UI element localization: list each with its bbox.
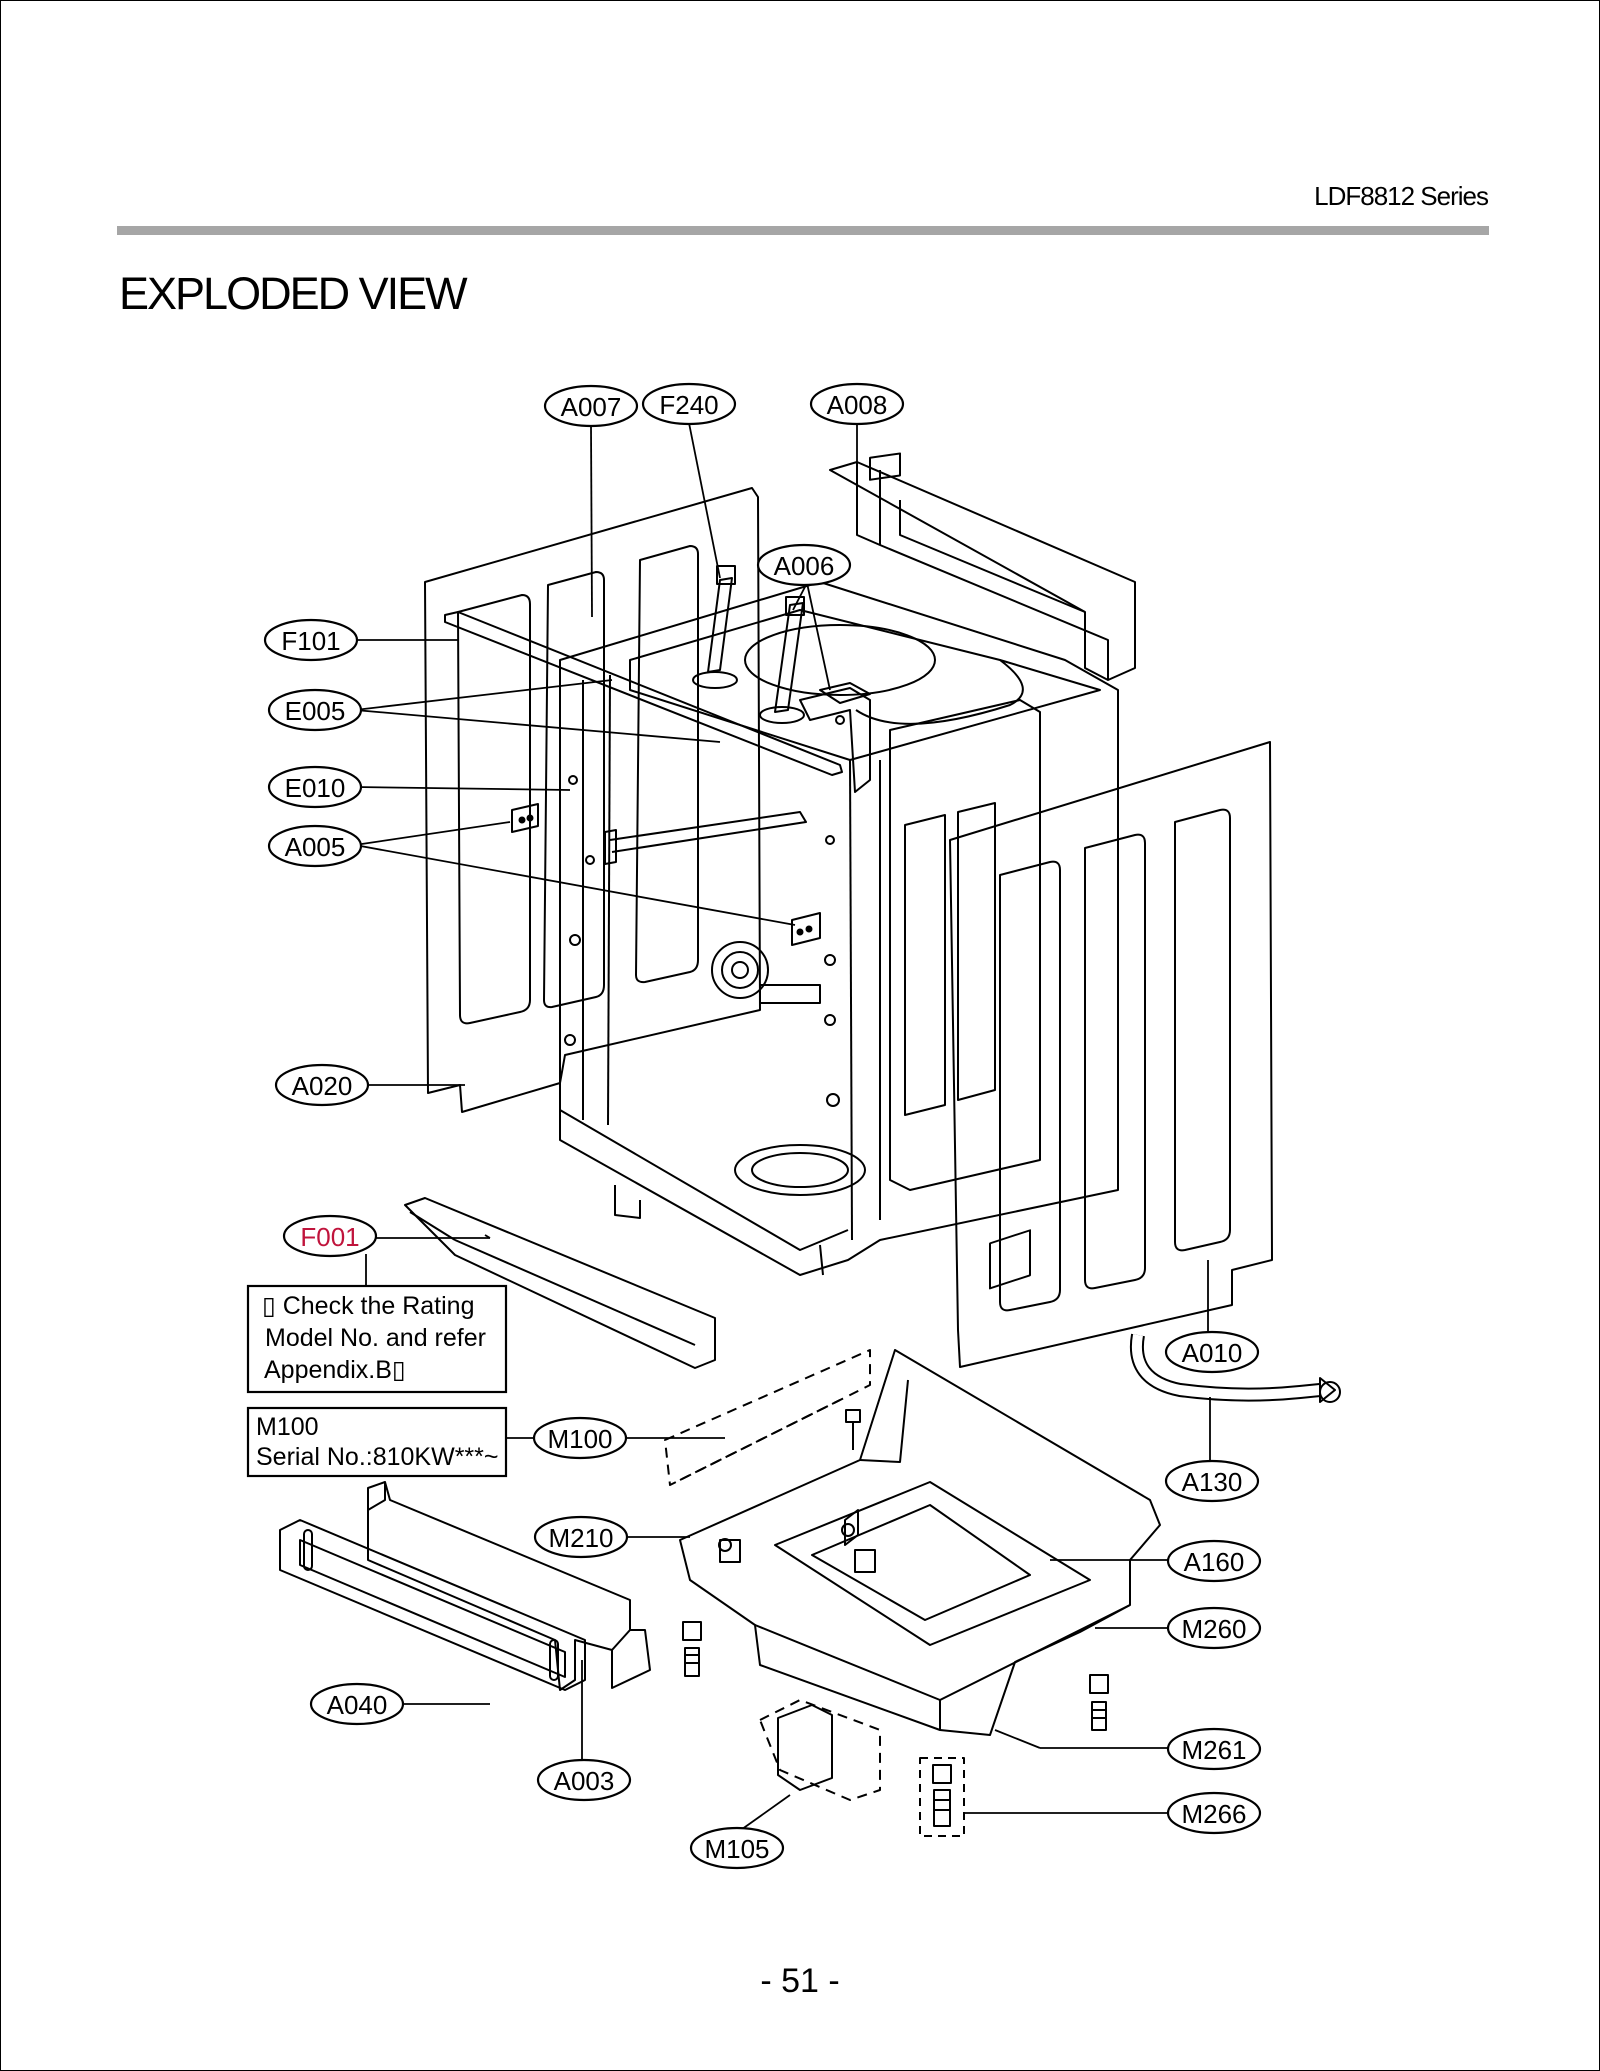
drain-hose-a130 <box>1129 1333 1341 1403</box>
svg-text:A040: A040 <box>327 1690 388 1720</box>
svg-text:A160: A160 <box>1184 1547 1245 1577</box>
svg-text:M261: M261 <box>1181 1735 1246 1765</box>
rating-note-line2: Model No. and refer <box>265 1324 486 1352</box>
callout-f001: F001 <box>282 1214 378 1258</box>
callout-a006: A006 <box>756 543 852 587</box>
base-m260 <box>679 1229 1161 1736</box>
leader-lines <box>354 422 1211 1833</box>
callout-a130: A130 <box>1164 1459 1260 1503</box>
bracket-a003 <box>367 1481 651 1691</box>
page-number: - 51 - <box>760 1962 840 2000</box>
callout-m100: M100 <box>532 1416 628 1460</box>
rating-note-line3: Appendix.B▯ <box>264 1356 406 1384</box>
callout-m260: M260 <box>1166 1606 1262 1650</box>
svg-text:A020: A020 <box>292 1071 353 1101</box>
callout-e005: E005 <box>267 688 363 732</box>
svg-text:M210: M210 <box>548 1523 613 1553</box>
callout-f101: F101 <box>263 618 359 662</box>
svg-text:A005: A005 <box>285 832 346 862</box>
callout-a010: A010 <box>1164 1330 1260 1374</box>
cord-m100-dashed <box>664 1349 871 1486</box>
callout-a003: A003 <box>536 1758 632 1802</box>
top-bracket-a006 <box>799 682 871 793</box>
rating-note-box: ▯ Check the Rating Model No. and refer A… <box>246 1284 508 1394</box>
callout-a005: A005 <box>267 824 363 868</box>
top-rail-f101 <box>444 611 843 865</box>
leveling-foot-left <box>682 1621 702 1677</box>
svg-text:A008: A008 <box>827 390 888 420</box>
series-label: LDF8812 Series <box>1314 181 1489 211</box>
callout-a020: A020 <box>274 1063 370 1107</box>
callout-e010: E010 <box>267 765 363 809</box>
callout-m210: M210 <box>533 1515 629 1559</box>
svg-text:M100: M100 <box>547 1424 612 1454</box>
svg-text:M105: M105 <box>704 1834 769 1864</box>
svg-text:F001: F001 <box>300 1222 359 1252</box>
serial-note-box: M100 Serial No.:810KW***~ <box>246 1406 508 1478</box>
front-panel-a040 <box>279 1519 586 1691</box>
svg-text:M260: M260 <box>1181 1614 1246 1644</box>
screw-m210 <box>845 1409 861 1450</box>
header-rule <box>117 226 1489 235</box>
hose-f240 <box>692 565 805 724</box>
svg-text:E005: E005 <box>285 696 346 726</box>
svg-text:F101: F101 <box>281 626 340 656</box>
callout-m261: M261 <box>1166 1727 1262 1771</box>
svg-text:A003: A003 <box>554 1766 615 1796</box>
right-side-panel-a010 <box>949 741 1273 1368</box>
page-title: EXPLODED VIEW <box>119 268 468 319</box>
svg-text:E010: E010 <box>285 773 346 803</box>
front-strip-f001 <box>404 1197 716 1369</box>
callout-a008: A008 <box>809 382 905 426</box>
brackets-a005 <box>511 803 821 946</box>
callout-a007: A007 <box>543 384 639 428</box>
serial-note-line1: M100 <box>256 1413 319 1441</box>
svg-text:A130: A130 <box>1182 1467 1243 1497</box>
foot-m266 <box>919 1757 965 1837</box>
callout-m266: M266 <box>1166 1791 1262 1835</box>
top-frame-a008 <box>829 461 1136 681</box>
callout-m105: M105 <box>689 1826 785 1870</box>
callout-a160: A160 <box>1166 1539 1262 1583</box>
cover-m105 <box>759 1699 881 1801</box>
callout-f240: F240 <box>641 382 737 426</box>
leveling-foot-right <box>1089 1674 1109 1731</box>
svg-text:A006: A006 <box>774 551 835 581</box>
svg-text:F240: F240 <box>659 390 718 420</box>
rating-note-line1: ▯ Check the Rating <box>262 1292 474 1320</box>
left-side-panel-a020 <box>424 487 761 1113</box>
tub <box>559 452 1119 1276</box>
callout-a040: A040 <box>309 1682 405 1726</box>
serial-note-line2: Serial No.:810KW***~ <box>256 1443 498 1471</box>
svg-text:A010: A010 <box>1182 1338 1243 1368</box>
svg-text:A007: A007 <box>561 392 622 422</box>
svg-text:M266: M266 <box>1181 1799 1246 1829</box>
